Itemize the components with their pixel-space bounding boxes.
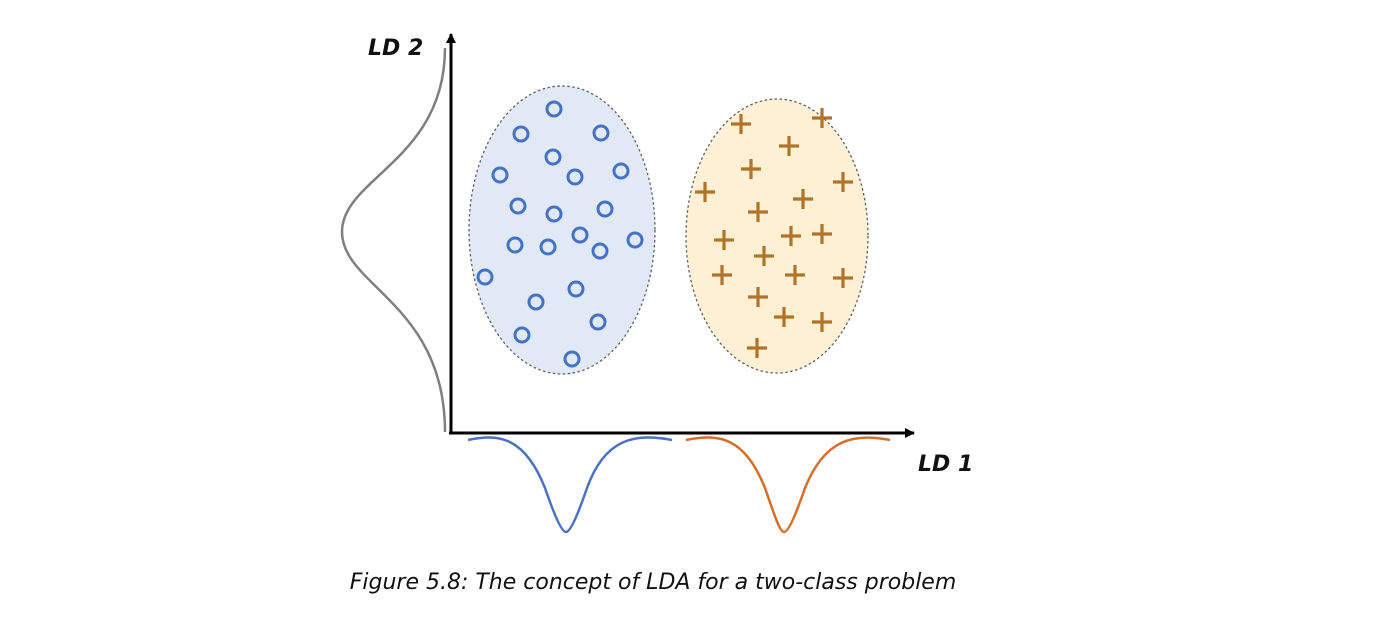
class-a-point bbox=[509, 197, 527, 215]
class-a-point bbox=[596, 200, 614, 218]
class-a-point bbox=[545, 205, 563, 223]
class-a-point bbox=[589, 313, 607, 331]
ld2-projection-curve bbox=[340, 47, 447, 433]
class-a-point bbox=[612, 162, 630, 180]
class-a-point bbox=[566, 168, 584, 186]
class-b-point bbox=[812, 224, 832, 244]
ld2-axis-label: LD 2 bbox=[368, 36, 423, 61]
class-a-point bbox=[571, 226, 589, 244]
class-b-point bbox=[812, 312, 832, 332]
class-b-point bbox=[833, 172, 853, 192]
class-a-point bbox=[626, 231, 644, 249]
class-b-point bbox=[748, 287, 768, 307]
class-a-point bbox=[563, 350, 581, 368]
class-a-point bbox=[545, 100, 563, 118]
ld1-axis-label: LD 1 bbox=[918, 452, 973, 477]
class-a-point bbox=[513, 326, 531, 344]
class-a-point bbox=[476, 268, 494, 286]
class-a-point bbox=[544, 148, 562, 166]
class-b-point bbox=[741, 159, 761, 179]
class-a-point bbox=[506, 236, 524, 254]
class-b-point bbox=[779, 136, 799, 156]
class-b-region bbox=[685, 98, 869, 374]
class-b-point bbox=[774, 307, 794, 327]
class-b-point bbox=[785, 265, 805, 285]
class-a-point bbox=[491, 166, 509, 184]
class-b-point bbox=[833, 268, 853, 288]
class-b-point bbox=[712, 265, 732, 285]
class-a-projection-curve bbox=[467, 436, 673, 534]
class-b-points bbox=[695, 108, 853, 358]
class-b-point bbox=[747, 338, 767, 358]
class-b-projection-curve bbox=[685, 436, 891, 534]
class-b-point bbox=[695, 182, 715, 202]
class-a-point bbox=[591, 242, 609, 260]
class-a-point bbox=[539, 238, 557, 256]
class-b-point bbox=[812, 108, 832, 128]
class-b-point bbox=[731, 114, 751, 134]
class-a-point bbox=[567, 280, 585, 298]
class-b-point bbox=[793, 189, 813, 209]
class-a-point bbox=[527, 293, 545, 311]
class-b-point bbox=[781, 226, 801, 246]
class-a-points bbox=[476, 100, 644, 368]
class-a-region bbox=[468, 85, 656, 375]
class-b-point bbox=[748, 202, 768, 222]
class-b-point bbox=[714, 230, 734, 250]
class-a-point bbox=[592, 124, 610, 142]
class-a-point bbox=[512, 125, 530, 143]
figure-caption: Figure 5.8: The concept of LDA for a two… bbox=[349, 570, 957, 595]
class-b-point bbox=[754, 246, 774, 266]
